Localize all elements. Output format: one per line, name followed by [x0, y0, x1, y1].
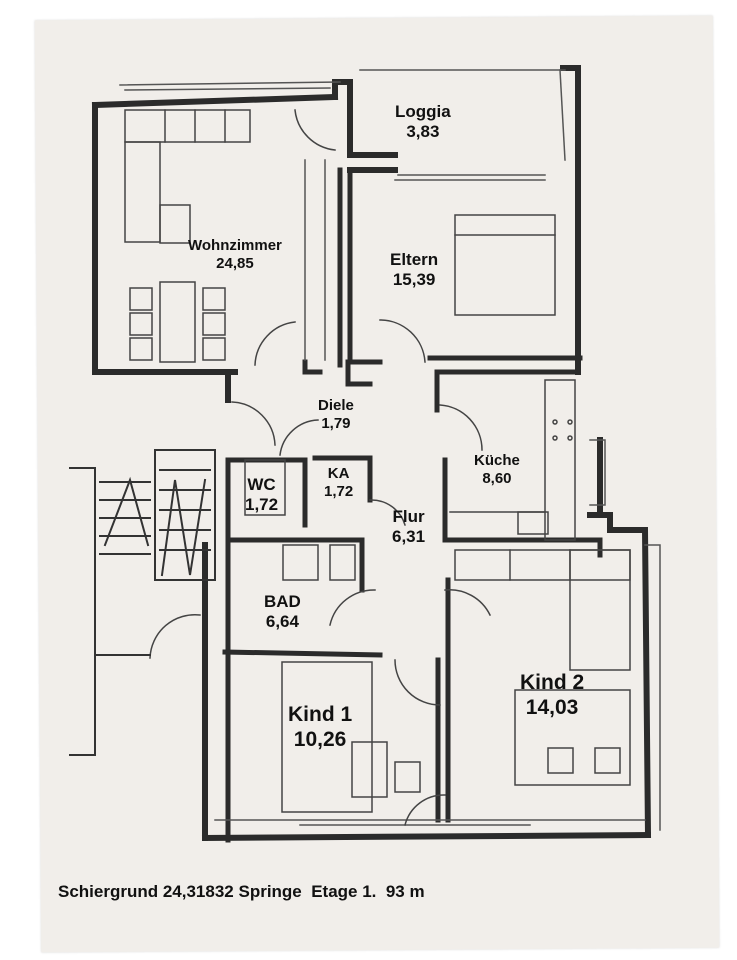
room-area: 6,64 — [265, 612, 299, 632]
room-area: 1,72 — [324, 483, 354, 500]
room-bad: BAD 6,64 — [264, 592, 301, 633]
room-kind-1: Kind 1 10,26 — [288, 702, 352, 752]
exterior-walls — [91, 65, 652, 842]
room-name: Wohnzimmer — [188, 237, 282, 254]
stairwell — [69, 449, 216, 756]
room-area: 8,60 — [482, 470, 512, 487]
room-wc: WC 1,72 — [245, 475, 278, 516]
room-kind-2: Kind 2 14,03 — [520, 670, 584, 720]
room-area: 24,85 — [216, 255, 254, 272]
room-name: Kind 1 — [288, 703, 353, 726]
room-name: Diele — [318, 397, 354, 414]
windows-and-details — [119, 69, 661, 831]
room-name: Flur — [392, 507, 425, 526]
room-name: Eltern — [390, 250, 439, 269]
room-name: WC — [247, 475, 276, 494]
room-name: Kind 2 — [520, 671, 585, 694]
room-area: 14,03 — [525, 696, 579, 720]
room-eltern: Eltern 15,39 — [390, 250, 438, 291]
room-area: 10,26 — [293, 728, 347, 752]
room-name: Loggia — [395, 102, 451, 121]
room-flur: Flur 6,31 — [392, 507, 425, 548]
furniture — [124, 109, 631, 813]
room-name: BAD — [264, 592, 301, 611]
room-area: 15,39 — [392, 270, 436, 290]
room-area: 1,79 — [321, 415, 351, 432]
room-name: KA — [327, 465, 350, 482]
interior-walls — [222, 167, 603, 843]
room-area: 3,83 — [406, 122, 440, 142]
room-area: 1,72 — [245, 495, 279, 515]
room-area: 6,31 — [392, 527, 426, 547]
room-wohnzimmer: Wohnzimmer 24,85 — [188, 237, 282, 273]
room-kueche: Küche 8,60 — [474, 452, 520, 488]
door-arcs — [149, 109, 492, 826]
room-diele: Diele 1,79 — [318, 397, 354, 433]
room-ka: KA 1,72 — [324, 465, 353, 501]
address-caption: Schiergrund 24,31832 Springe Etage 1. 93… — [58, 882, 425, 901]
room-loggia: Loggia 3,83 — [395, 102, 451, 143]
room-name: Küche — [474, 452, 520, 469]
